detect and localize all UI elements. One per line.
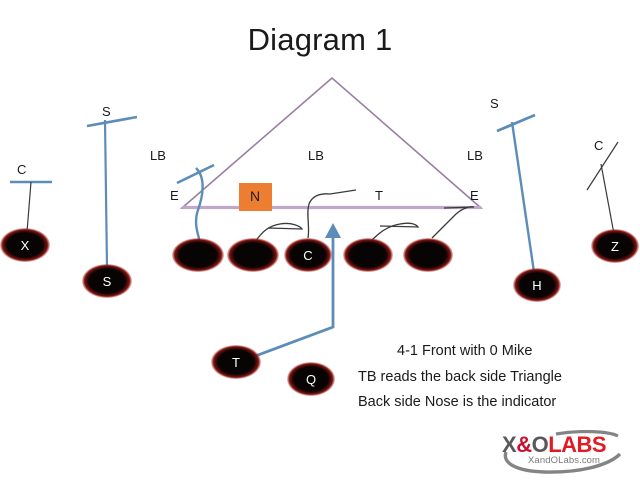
corner-left-marker	[10, 180, 52, 233]
annotation-line-1: 4-1 Front with 0 Mike	[397, 343, 533, 359]
player-receiver-x[interactable]	[0, 228, 50, 262]
player-center[interactable]	[284, 238, 332, 272]
player-receiver-z[interactable]	[591, 229, 639, 263]
nose-guard-label: N	[249, 188, 261, 204]
logo-o: O	[531, 432, 549, 457]
defense-label-linebacker-right: LB	[467, 148, 483, 163]
logo-url: XandOLabs.com	[528, 455, 601, 466]
player-quarterback[interactable]	[287, 362, 335, 396]
corner-right-marker	[586, 141, 619, 235]
player-right-tackle[interactable]	[403, 238, 453, 272]
defense-label-linebacker-mike: LB	[308, 148, 324, 163]
defense-label-end-left: E	[170, 188, 179, 203]
defense-label-safety-left: S	[102, 104, 111, 119]
logo-swoosh-icon	[503, 430, 622, 474]
defense-label-end-right: E	[470, 188, 479, 203]
block-path-right-guard	[371, 222, 420, 241]
linebacker-left-stick	[176, 163, 215, 244]
blocking-scheme	[254, 189, 475, 243]
player-tailback[interactable]	[211, 345, 261, 379]
logo-wordmark: X&OLABS	[502, 432, 607, 458]
player-left-guard[interactable]	[227, 238, 279, 272]
defense-label-tackle: T	[375, 188, 383, 203]
player-right-guard[interactable]	[343, 238, 393, 272]
defense-label-safety-right: S	[490, 96, 499, 111]
defense-label-corner-left: C	[17, 162, 27, 177]
defense-label-corner-right: C	[594, 138, 604, 153]
annotation-line-3: Back side Nose is the indicator	[358, 394, 557, 410]
player-left-tackle[interactable]	[172, 238, 224, 272]
logo-ampersand: &	[516, 432, 532, 457]
player-slot-s[interactable]	[82, 264, 132, 298]
read-triangle	[179, 76, 484, 209]
tailback-path	[249, 223, 342, 360]
safety-left-marker	[86, 115, 138, 269]
slide-title: Diagram 1	[247, 22, 393, 57]
logo-labs: LABS	[548, 432, 607, 457]
xandolabs-logo[interactable]: X&OLABS XandOLabs.com	[498, 430, 630, 474]
block-path-center	[307, 189, 357, 239]
safety-right-marker	[496, 113, 536, 273]
nose-guard-box	[239, 183, 272, 211]
block-path-right-tackle	[431, 206, 475, 239]
block-path-left-guard	[254, 222, 304, 243]
annotation-line-2: TB reads the back side Triangle	[358, 369, 562, 385]
player-h-back[interactable]	[513, 268, 561, 302]
defense-label-linebacker-left: LB	[150, 148, 166, 163]
players	[0, 228, 639, 396]
logo-x: X	[502, 432, 517, 457]
